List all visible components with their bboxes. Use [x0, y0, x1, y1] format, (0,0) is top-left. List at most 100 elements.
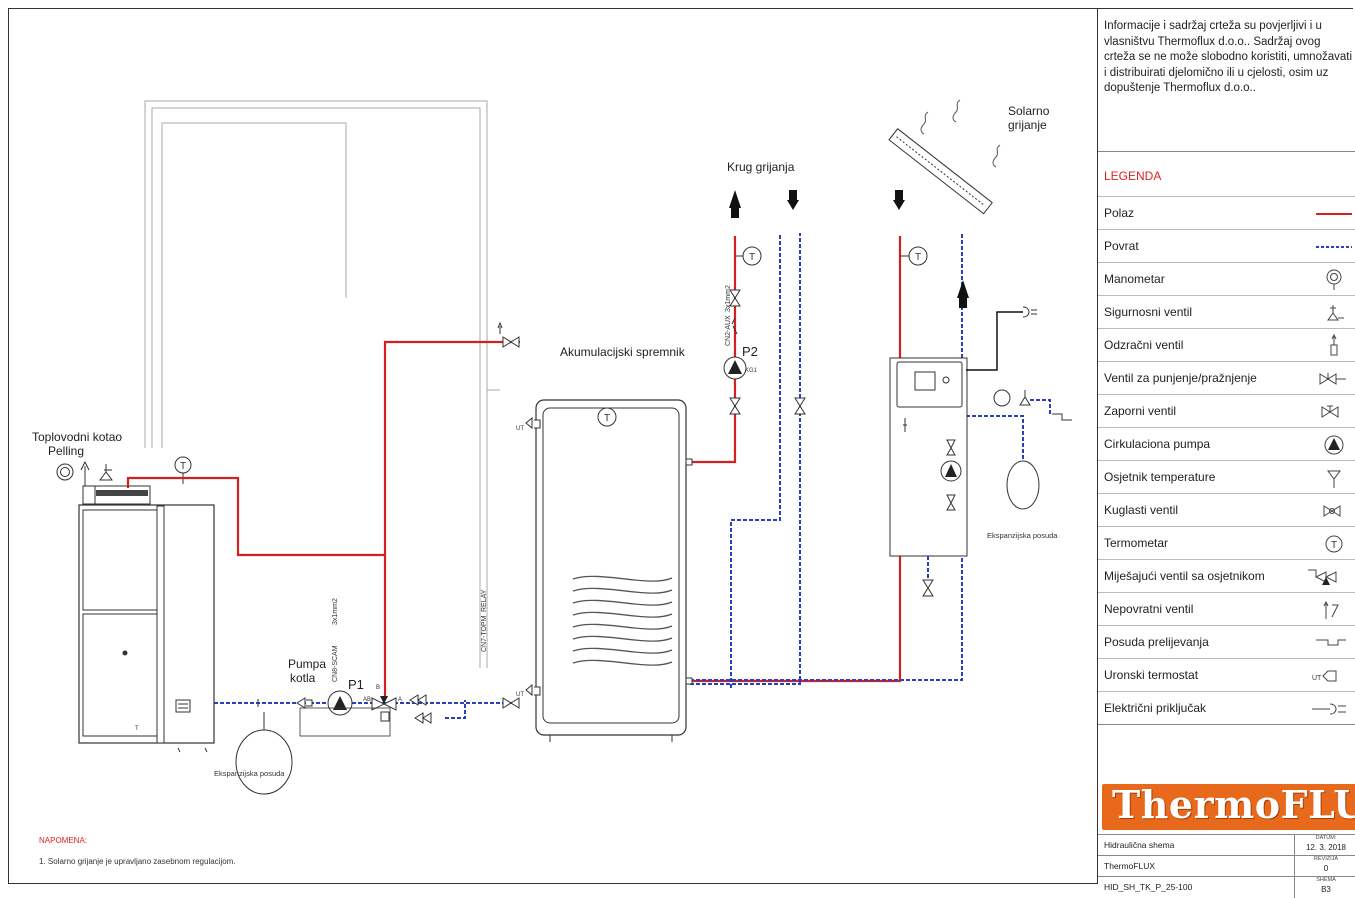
legend-label: Manometar [1104, 272, 1165, 286]
svg-text:UT: UT [1312, 675, 1322, 682]
legend-row: Sigurnosni ventil [1098, 295, 1355, 329]
accumulation-tank: T [525, 399, 693, 742]
mixing-valve-icon [1308, 569, 1337, 585]
title-block-label: HID_SH_TK_P_25-100 [1104, 882, 1193, 892]
shutoff-valve-icon [1321, 405, 1339, 418]
legend-label: Zaporni ventil [1104, 404, 1177, 418]
title-block-row: ThermoFLUX REVIZIJA 0 [1098, 855, 1355, 877]
legend-label: Osjetnik temperature [1104, 470, 1216, 484]
thermometer-tag: T [135, 726, 139, 732]
cable-cn2: CN2-AUX [725, 315, 732, 346]
overflow-vessel-icon [1316, 639, 1346, 646]
legend-title: LEGENDA [1104, 169, 1162, 183]
legend-row: Termometar T [1098, 526, 1355, 560]
legend-label: Nepovratni ventil [1104, 602, 1194, 616]
title-block-label: ThermoFLUX [1104, 861, 1156, 871]
legend-label: Miješajući ventil sa osjetnikom [1104, 569, 1265, 583]
legend-row: Odzračni ventil [1098, 328, 1355, 362]
pump-boiler-label-1: Pumpa [288, 657, 326, 671]
exp-vessel-label-2: Ekspanzijska posuda [987, 531, 1058, 540]
title-block-row: HID_SH_TK_P_25-100 SHEMA B3 [1098, 876, 1355, 898]
legend-row: Ventil za punjenje/pražnjenje [1098, 361, 1355, 395]
legend-row: Posuda prelijevanja [1098, 625, 1355, 659]
legend-row: Zaporni ventil [1098, 394, 1355, 428]
cable-cn7: CN7-TOPM [481, 615, 488, 652]
legend-label: Ventil za punjenje/pražnjenje [1104, 371, 1257, 385]
title-block-cell: SHEMA B3 [1294, 877, 1355, 898]
boiler-title-2: Pelling [48, 444, 84, 458]
legend-row: Miješajući ventil sa osjetnikom [1098, 559, 1355, 593]
legend-row: Uronski termostat UT [1098, 658, 1355, 692]
control-cables [144, 100, 500, 668]
notice-divider [1098, 151, 1355, 152]
pressure-gauge-icon [1326, 269, 1342, 290]
ut-label-bottom: UT [516, 692, 524, 698]
legend-row: Cirkulaciona pumpa [1098, 427, 1355, 461]
svg-text:T: T [180, 461, 186, 472]
temperature-sensor-icon [1327, 470, 1341, 488]
legend-row: Polaz [1098, 196, 1355, 230]
legend-label: Električni priključak [1104, 701, 1207, 715]
air-vent-icon [1330, 333, 1338, 356]
legend-label: Polaz [1104, 206, 1135, 220]
solar-label-2: grijanje [1008, 118, 1047, 132]
fill-drain-valve-icon [1319, 373, 1346, 385]
check-valve-icon [1323, 600, 1339, 619]
cable-relay: RELAY [481, 589, 488, 612]
title-block-value: 0 [1323, 864, 1329, 873]
solar-label-1: Solarno [1008, 104, 1050, 118]
pump-p1-group [235, 321, 520, 795]
boiler: T [56, 456, 215, 753]
thermoflux-logo: ThermoFLUX [1102, 782, 1355, 830]
heating-circuit: T [723, 190, 806, 415]
valve-a-label: A [398, 697, 402, 703]
electrical-connection-icon [1312, 703, 1346, 715]
legend-row: Nepovratni ventil [1098, 592, 1355, 626]
supply-pipes [126, 236, 902, 698]
legend-label: Uronski termostat [1104, 668, 1199, 682]
pump-boiler-label-2: kotla [290, 671, 316, 685]
title-block-label: Hidraulična shema [1104, 840, 1175, 850]
return-line-icon [1316, 246, 1352, 248]
title-block-value: B3 [1321, 885, 1331, 894]
circulation-pump-icon [1324, 435, 1344, 455]
svg-text:T: T [749, 252, 755, 263]
legend-label: Povrat [1104, 239, 1139, 253]
legend-label: Posuda prelijevanja [1104, 635, 1209, 649]
cable-cn8-size: 3x1mm2 [332, 598, 339, 625]
safety-valve-icon [1327, 305, 1344, 321]
logo-text: ThermoFLUX [1112, 782, 1355, 827]
heating-circuit-label: Krug grijanja [727, 160, 795, 174]
legend-row: Manometar [1098, 262, 1355, 296]
legend-label: Kuglasti ventil [1104, 503, 1179, 517]
title-block-row: Hidraulična shema DATUM: 12. 3. 2018 [1098, 834, 1355, 856]
svg-text:T: T [1331, 540, 1337, 551]
kg1-label: KG1 [745, 368, 758, 374]
legend-row: Povrat [1098, 229, 1355, 263]
boiler-title-1: Toplovodni kotao [32, 430, 122, 444]
confidentiality-notice: Informacije i sadržaj crteža su povjerlj… [1104, 20, 1353, 94]
pump-p1-label: P1 [348, 677, 364, 692]
immersion-thermostat-icon: UT [1312, 670, 1337, 682]
boiler-brand: Thermoflux [98, 497, 124, 503]
note-title: NAPOMENA: [39, 836, 87, 845]
legend-row: Kuglasti ventil [1098, 493, 1355, 527]
svg-text:T: T [915, 252, 921, 263]
legend-label: Odzračni ventil [1104, 338, 1184, 352]
title-block-value: 12. 3. 2018 [1305, 843, 1347, 852]
legend-bottom-divider [1098, 724, 1355, 725]
valve-ab-label: AB [363, 697, 371, 703]
title-block-key: SHEMA [1316, 877, 1336, 883]
valve-b-label: B [376, 685, 380, 691]
sidebar-panel: Informacije i sadržaj crteža su povjerlj… [1097, 9, 1355, 898]
svg-text:T: T [604, 413, 610, 424]
hydraulic-diagram: T [32, 99, 1072, 866]
cable-cn2-size: 3x1mm2 [725, 285, 732, 312]
note-item-1: 1. Solarno grijanje je upravljano zasebn… [39, 857, 236, 866]
exp-vessel-label-1: Ekspanzijska posuda [214, 769, 285, 778]
title-block-key: REVIZIJA [1313, 856, 1339, 862]
legend-label: Cirkulaciona pumpa [1104, 437, 1211, 451]
legend-label: Sigurnosni ventil [1104, 305, 1193, 319]
pump-p2-label: P2 [742, 344, 758, 359]
supply-line-icon [1316, 213, 1352, 215]
